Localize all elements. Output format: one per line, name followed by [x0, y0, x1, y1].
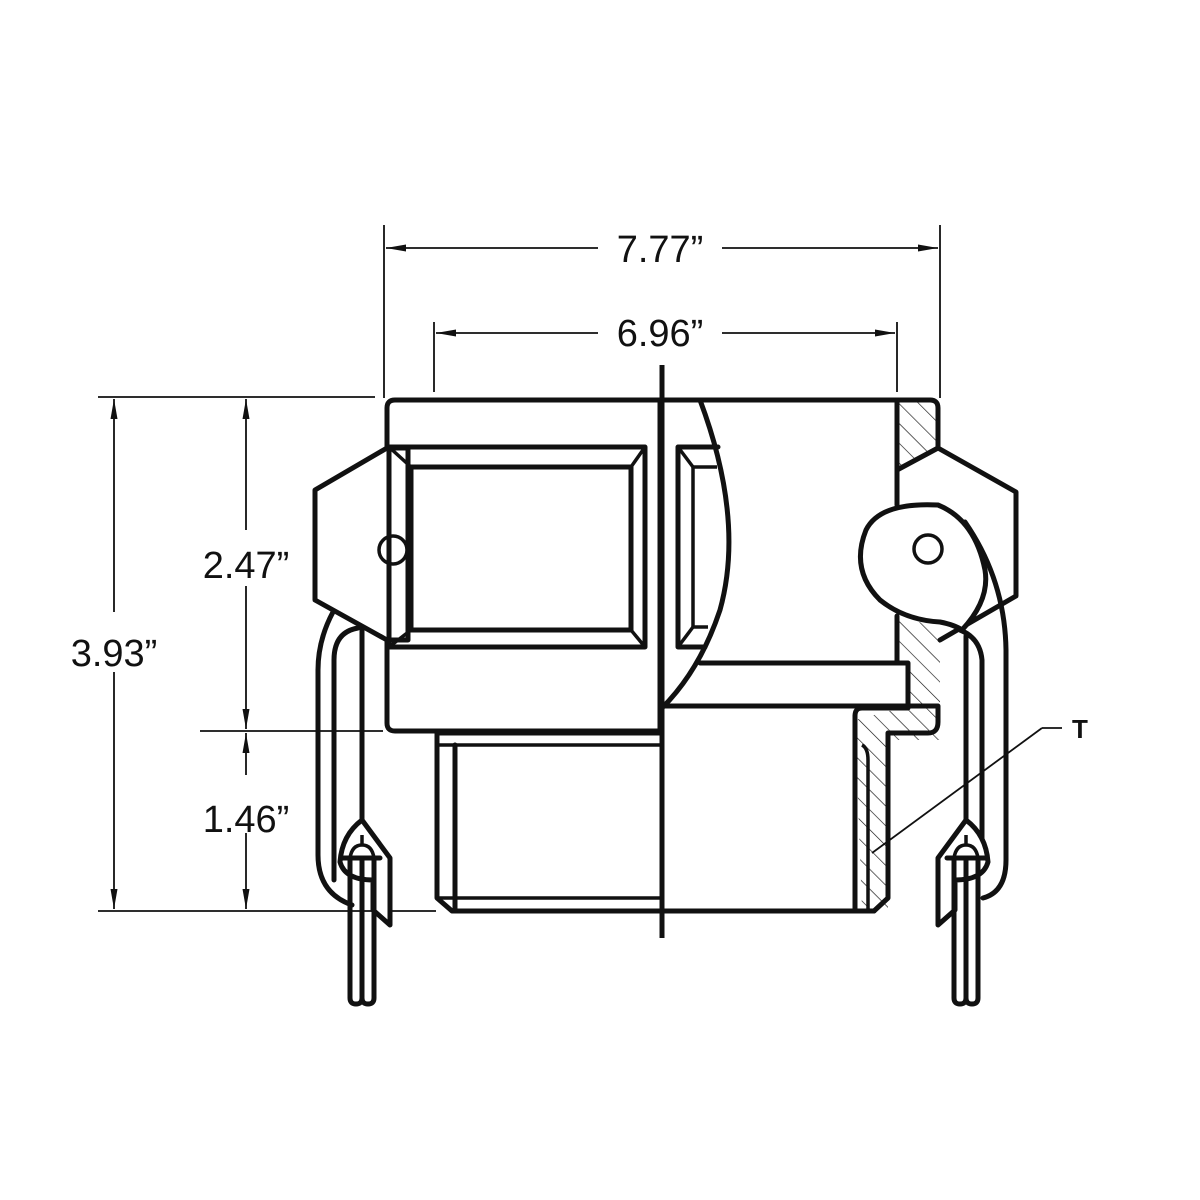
bevel-line: [629, 445, 647, 469]
bevel-line: [387, 628, 413, 649]
thread-line: [861, 743, 870, 911]
thread-callout: T: [871, 714, 1088, 854]
bevel-line: [676, 445, 695, 469]
section-curve: [659, 397, 732, 711]
pin-hole-icon: [377, 534, 409, 566]
cam-arm-middle: [957, 627, 985, 848]
dimension-overall-width: 7.77”: [383, 225, 941, 398]
bevel-line: [629, 628, 647, 649]
coupler-body-outline: [384, 397, 663, 734]
overall-width-label: 7.77”: [617, 229, 704, 271]
cam-arm-middle: [331, 625, 361, 883]
window-inner: [408, 464, 634, 633]
cam-arm-outer: [962, 519, 1009, 901]
left-cam-arm: [315, 609, 393, 1007]
cam-lever: [857, 502, 989, 633]
right-window-inner: [691, 465, 717, 629]
spigot-wall-outer: [871, 703, 941, 914]
coupler-height-label: 2.47”: [203, 545, 290, 587]
right-window-frame: [675, 444, 721, 650]
hatch-wall-lower: [855, 618, 940, 910]
cam-arm-outer: [315, 609, 355, 908]
bevel-line: [676, 625, 695, 649]
section-top: [657, 397, 941, 451]
thread-callout-label: T: [1072, 714, 1088, 744]
body-width-label: 6.96”: [617, 313, 704, 355]
coupler-body-section: [657, 397, 1019, 914]
window-frame: [386, 444, 648, 650]
right-ear-lug: [894, 445, 1019, 643]
spigot-outline: [434, 730, 663, 914]
bevel-line: [387, 445, 413, 469]
right-cam-arm: [935, 519, 1009, 1007]
coupler-body-exterior: [312, 397, 663, 914]
pin-hole-icon: [912, 533, 944, 565]
leader-line: [871, 727, 1043, 854]
dimension-body-width: 6.96”: [433, 313, 898, 392]
thread-length-label: 1.46”: [203, 799, 290, 841]
gasket-bar: [659, 660, 911, 709]
overall-height-label: 3.93”: [71, 633, 158, 675]
